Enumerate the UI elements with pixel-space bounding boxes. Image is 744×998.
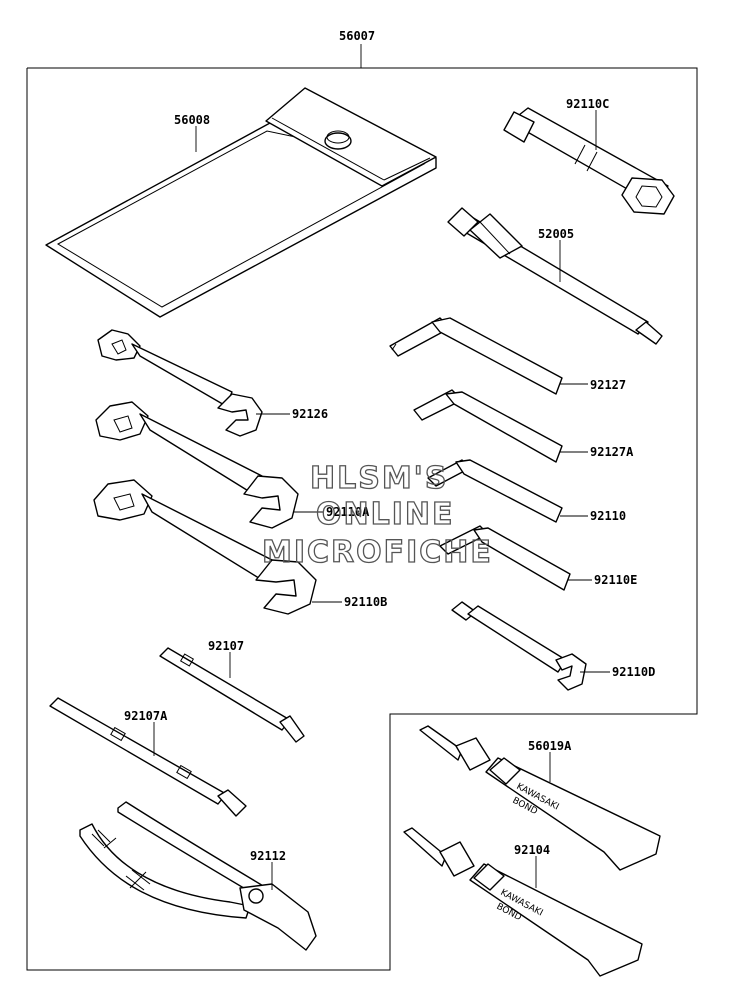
label-92112: 92112 bbox=[250, 849, 286, 863]
hex-key-92127 bbox=[389, 317, 563, 395]
label-56019a: 56019A bbox=[528, 739, 572, 753]
bond-tube-bottom: KAWASAKI BOND bbox=[403, 827, 643, 977]
label-92127a: 92127A bbox=[590, 445, 634, 459]
svg-text:HLSM'S: HLSM'S bbox=[310, 461, 448, 496]
label-92110c: 92110C bbox=[566, 97, 609, 111]
label-92126: 92126 bbox=[292, 407, 328, 421]
svg-text:MICROFICHE: MICROFICHE bbox=[262, 535, 493, 570]
hex-key-92110e bbox=[439, 525, 571, 591]
svg-text:ONLINE: ONLINE bbox=[316, 497, 455, 532]
hex-key-92127a bbox=[413, 389, 563, 463]
label-92110d: 92110D bbox=[612, 665, 655, 679]
pliers bbox=[79, 801, 317, 951]
frame-border bbox=[26, 67, 698, 971]
bond-tube-top: KAWASAKI BOND bbox=[419, 725, 661, 871]
wrench-medium bbox=[95, 401, 299, 529]
extension-handle bbox=[447, 207, 663, 345]
label-56008: 56008 bbox=[174, 113, 210, 127]
label-92110b: 92110B bbox=[344, 595, 387, 609]
label-92110: 92110 bbox=[590, 509, 626, 523]
label-56007: 56007 bbox=[339, 29, 375, 43]
label-52005: 52005 bbox=[538, 227, 574, 241]
spoke-wrench bbox=[451, 601, 587, 691]
label-92104: 92104 bbox=[514, 843, 550, 857]
label-92110e: 92110E bbox=[594, 573, 637, 587]
label-92110a: 92110A bbox=[326, 505, 370, 519]
tool-pouch bbox=[45, 87, 437, 318]
wrench-small bbox=[97, 329, 263, 437]
wrench-large bbox=[93, 479, 317, 615]
label-92107: 92107 bbox=[208, 639, 244, 653]
screwdriver-flat bbox=[49, 697, 247, 817]
hex-key-92110 bbox=[427, 459, 563, 523]
plug-wrench bbox=[503, 107, 675, 215]
watermark: HLSM'S ONLINE MICROFICHE bbox=[261, 460, 493, 570]
label-92107a: 92107A bbox=[124, 709, 168, 723]
screwdriver-phillips bbox=[159, 647, 305, 743]
label-92127: 92127 bbox=[590, 378, 626, 392]
